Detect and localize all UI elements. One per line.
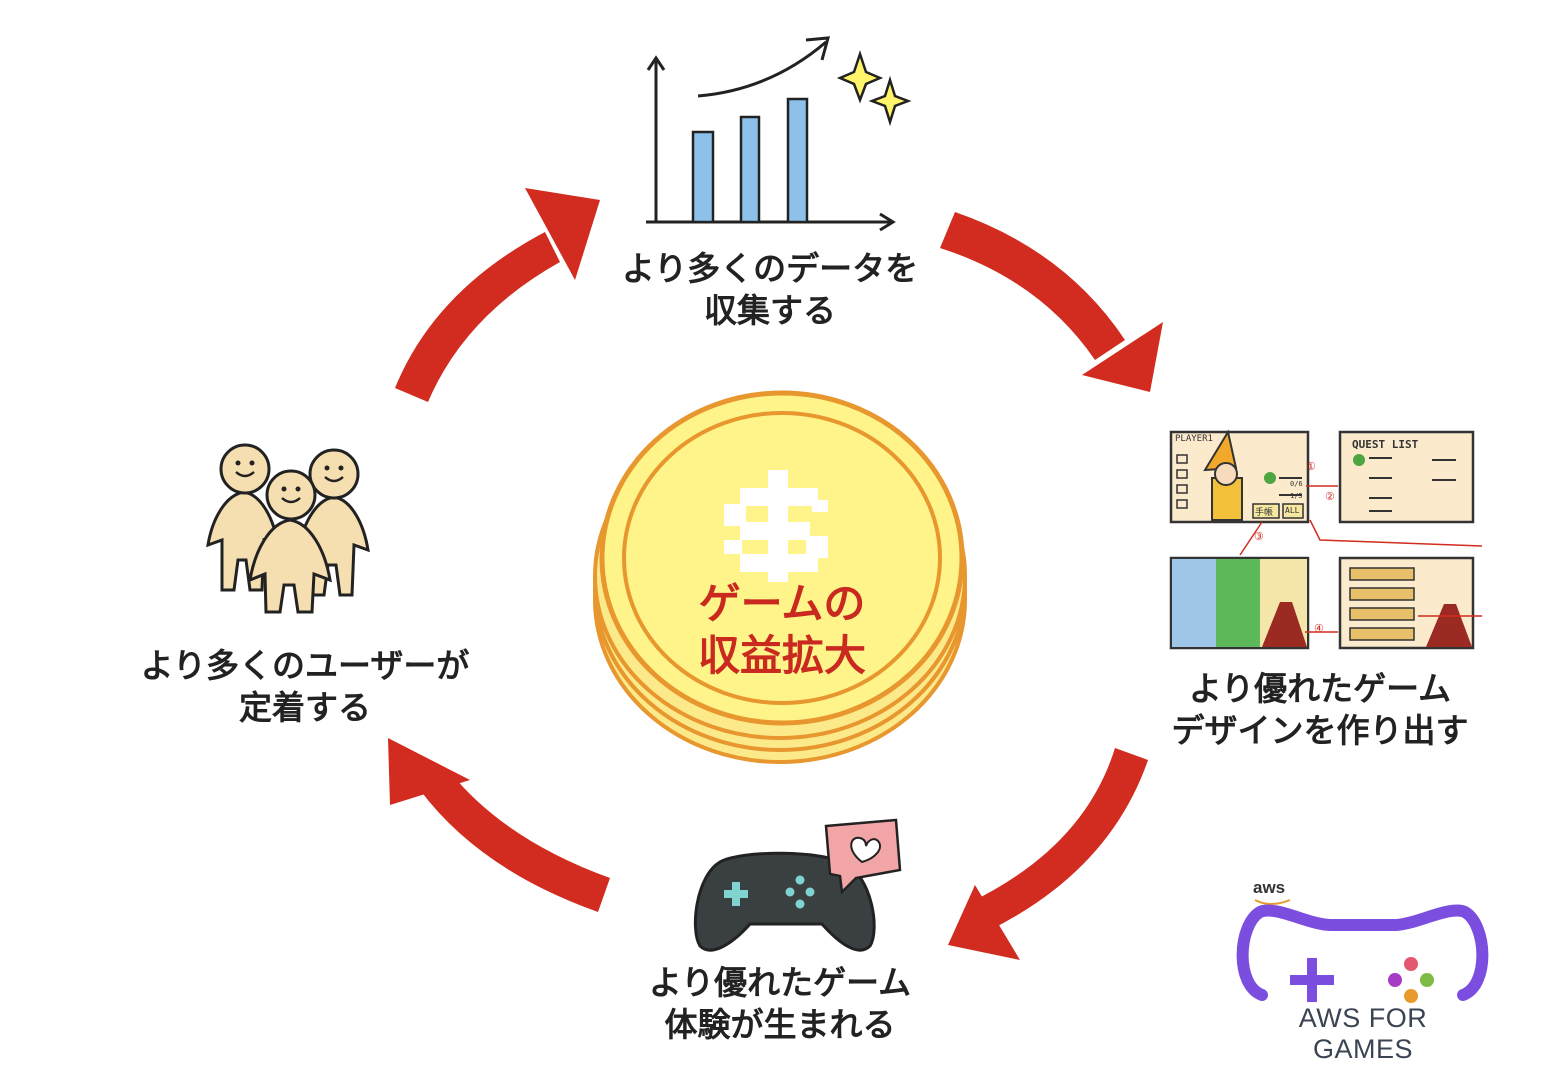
- center-label-line2: 収益拡大: [697, 631, 866, 680]
- step-better-design-line2: デザインを作り出す: [1171, 711, 1469, 750]
- step-better-design-label: より優れたゲーム デザインを作り出す: [1140, 668, 1500, 752]
- step-better-design-line1: より優れたゲーム: [1188, 669, 1452, 708]
- controller-icon: [693, 818, 902, 952]
- aws-for-games-logo: [1236, 899, 1489, 1003]
- step-collect-data-line2: 収集する: [704, 291, 836, 330]
- step-user-retention-line2: 定着する: [239, 688, 371, 727]
- cycle-arrows: [388, 188, 1163, 960]
- counter-a: 0/6: [1290, 480, 1303, 488]
- step-mark-1: ①: [1306, 460, 1316, 473]
- step-mark-3: ③: [1254, 530, 1264, 543]
- step-collect-data-line1: より多くのデータを: [621, 249, 919, 288]
- step-user-retention-label: より多くのユーザーが 定着する: [110, 645, 500, 729]
- step-better-experience-line1: より優れたゲーム: [648, 963, 912, 1002]
- notebook-button: 手帳: [1255, 508, 1274, 518]
- aws-small-label: aws: [1253, 878, 1286, 897]
- arrow-bottom-right: [948, 748, 1148, 960]
- step-collect-data-label: より多くのデータを 収集する: [595, 248, 945, 332]
- arrow-bottom-left: [388, 738, 610, 912]
- users-icon: [206, 443, 370, 614]
- step-better-experience-label: より優れたゲーム 体験が生まれる: [610, 962, 950, 1046]
- step-user-retention-line1: より多くのユーザーが: [140, 646, 470, 685]
- aws-for-games-text: AWS FOR GAMES: [1298, 1003, 1428, 1064]
- dollar-icon: [724, 470, 828, 582]
- step-better-experience-line2: 体験が生まれる: [664, 1005, 896, 1044]
- step-mark-2: ②: [1325, 490, 1335, 503]
- growth-chart-icon: [646, 36, 912, 232]
- quest-list-label: QUEST LIST: [1352, 438, 1419, 451]
- player-label: PLAYER1: [1175, 434, 1213, 444]
- arrow-top-left: [395, 188, 600, 402]
- counter-b: 1/5: [1290, 492, 1303, 500]
- all-button: ALL: [1285, 506, 1300, 515]
- coin-icon: [593, 390, 967, 764]
- step-mark-4: ④: [1314, 622, 1324, 635]
- arrow-top-right: [940, 212, 1163, 392]
- center-label-line1: ゲームの: [698, 579, 866, 628]
- game-design-mockups: [1169, 429, 1483, 650]
- center-label: ゲームの 収益拡大: [660, 578, 904, 682]
